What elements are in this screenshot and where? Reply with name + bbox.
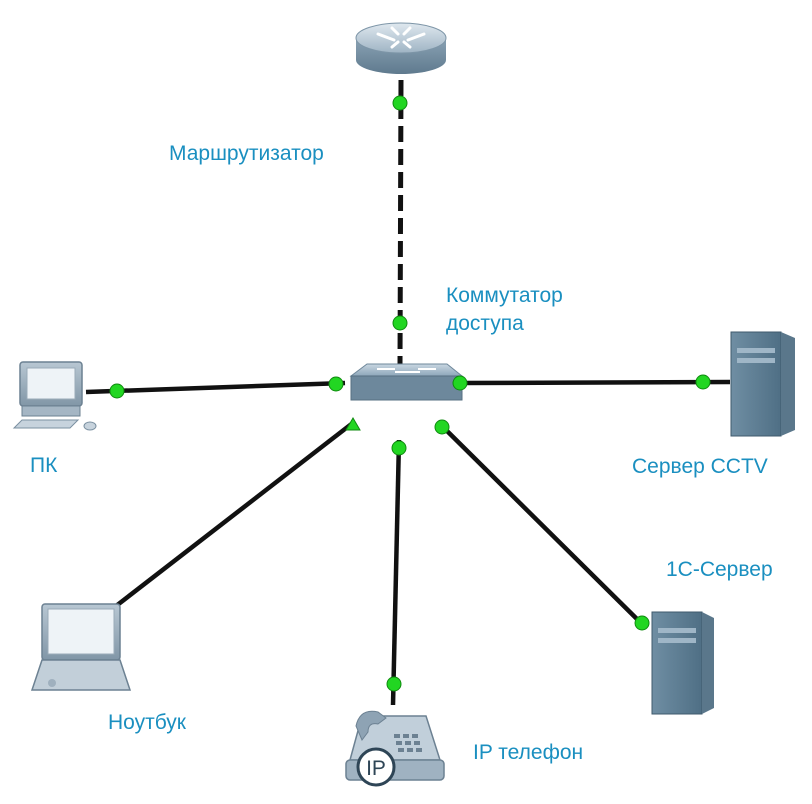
link-cctv-switch[interactable] bbox=[459, 379, 731, 386]
router-label: Маршрутизатор bbox=[169, 142, 324, 165]
link-phone-switch[interactable] bbox=[390, 439, 402, 706]
port-indicator-dot bbox=[109, 383, 125, 399]
port-indicator-triangle bbox=[345, 417, 361, 431]
pc-label: ПК bbox=[30, 454, 58, 477]
link-laptop-switch[interactable] bbox=[114, 420, 356, 608]
port-indicator-dot bbox=[391, 440, 407, 456]
ip-phone-label: IP телефон bbox=[473, 741, 584, 764]
port-indicator-dot bbox=[434, 419, 450, 435]
link-onec-switch[interactable] bbox=[439, 423, 644, 626]
port-indicator-dot bbox=[452, 375, 468, 391]
cctv-server-label: Сервер CCTV bbox=[632, 455, 768, 478]
router-icon[interactable] bbox=[355, 22, 447, 74]
port-indicator-dot bbox=[328, 376, 344, 392]
port-indicator-dot bbox=[392, 95, 408, 111]
ip-phone-icon[interactable]: IP bbox=[345, 710, 445, 787]
port-indicator-dot bbox=[695, 374, 711, 390]
switch-label-line2: доступа bbox=[446, 312, 524, 335]
pc-icon[interactable] bbox=[12, 361, 97, 431]
onec-server-label: 1С-Сервер bbox=[666, 558, 773, 581]
laptop-icon[interactable] bbox=[30, 603, 132, 691]
port-indicators bbox=[109, 95, 711, 692]
port-indicator-dot bbox=[386, 676, 402, 692]
port-indicator-dot bbox=[634, 615, 650, 631]
port-indicator-dot bbox=[392, 315, 408, 331]
laptop-label: Ноутбук bbox=[108, 711, 186, 734]
switch-label-line1: Коммутатор bbox=[446, 284, 563, 307]
ip-phone-badge-text: IP bbox=[366, 757, 386, 780]
access-switch-icon[interactable] bbox=[349, 363, 464, 401]
onec-server-icon[interactable] bbox=[651, 611, 714, 715]
link-pc-switch[interactable] bbox=[85, 380, 346, 395]
cctv-server-icon[interactable] bbox=[730, 331, 795, 437]
